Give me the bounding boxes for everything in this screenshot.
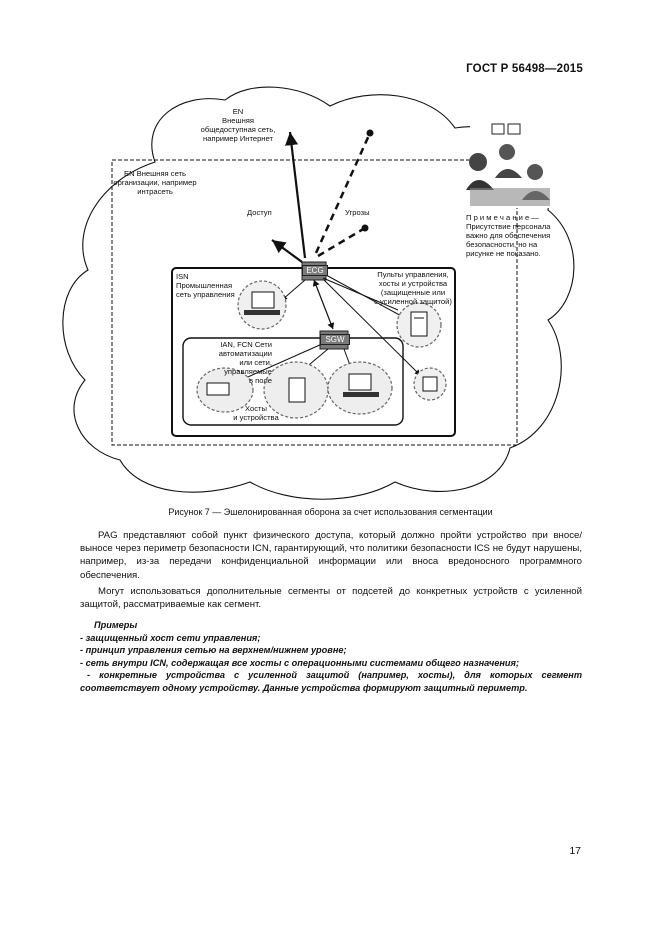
- device-icon: [422, 376, 438, 392]
- paragraph-1-text: PAG представляют собой пункт физического…: [80, 530, 582, 581]
- en-external-label: EN Внешняя общедоступная сеть, например …: [200, 107, 276, 143]
- external-network-cloud: [62, 86, 575, 500]
- paragraph-2: Могут использоваться дополнительные сегм…: [80, 585, 582, 611]
- example-item: - защищенный хост сети управления;: [80, 632, 261, 643]
- examples-title: Примеры: [94, 620, 138, 630]
- note-label: П р и м е ч а н и е — Присутствие персон…: [466, 213, 551, 258]
- page-number: 17: [569, 845, 581, 857]
- threat-line-1: [314, 132, 372, 254]
- figure-caption: Рисунок 7 — Эшелонированная оборона за с…: [168, 507, 493, 517]
- example-item: - конкретные устройства с усиленной защи…: [80, 670, 582, 693]
- threats-label: Угрозы: [345, 208, 370, 217]
- computer-icon: [244, 291, 280, 315]
- paragraph-1: PAG представляют собой пункт физического…: [80, 529, 582, 582]
- hosts-devices-label: Хосты и устройства: [233, 404, 279, 422]
- sgw-label: SGW: [320, 334, 350, 345]
- computer-icon: [343, 373, 379, 397]
- example-item: - сеть внутри ICN, содержащая все хосты …: [80, 657, 520, 668]
- examples-block: Примеры - защищенный хост сети управлени…: [80, 619, 582, 695]
- organization-network-boundary: [111, 159, 518, 446]
- server-icon: [288, 377, 306, 403]
- figure-defense-in-depth: EN Внешняя общедоступная сеть, например …: [62, 86, 575, 500]
- threat-line-2: [317, 226, 366, 258]
- ian-fcn-label: IAN, FCN Сети автоматизации или сети, уп…: [218, 340, 272, 385]
- device-icon: [206, 382, 230, 396]
- personnel-illustration: [466, 120, 550, 208]
- figure-diagram: [62, 86, 575, 500]
- example-item: - принцип управления сетью на верхнем/ни…: [80, 645, 347, 656]
- access-arrow: [285, 131, 307, 259]
- access-label: Доступ: [247, 208, 272, 217]
- consoles-label: Пульты управления, хосты и устройства (з…: [374, 270, 452, 306]
- en-org-label: EN Внешняя сеть организации, например ин…: [113, 169, 197, 196]
- server-icon: [410, 311, 428, 337]
- isn-label: ISN Промышленная сеть управления: [176, 272, 235, 299]
- paragraph-2-text: Могут использоваться дополнительные сегм…: [80, 586, 582, 611]
- standard-number: ГОСТ Р 56498—2015: [466, 63, 583, 75]
- ecg-label: ECG: [302, 265, 328, 276]
- ian-fcn-box: [182, 337, 404, 426]
